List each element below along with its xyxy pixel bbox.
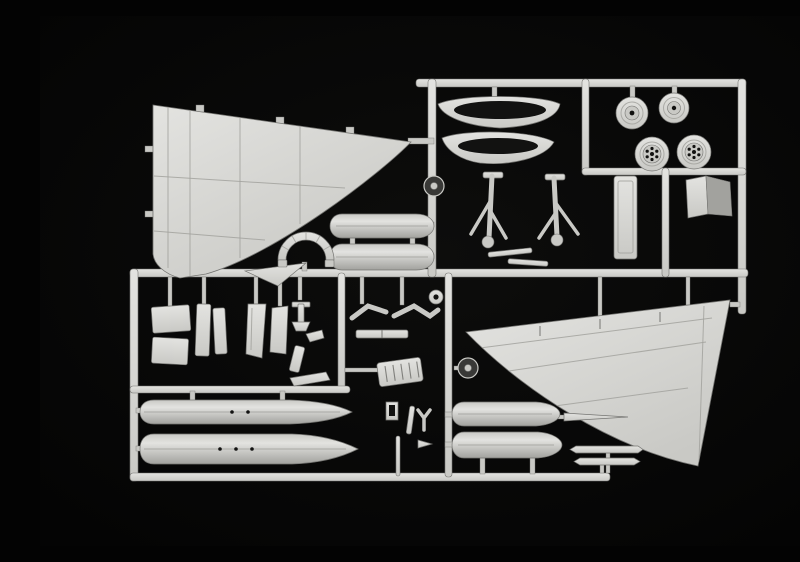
wheel-plain-1 <box>615 96 649 130</box>
wheel-plain-2 <box>658 92 690 124</box>
delta-wing-left-panel-lines <box>153 106 346 276</box>
missile-rail-1 <box>569 445 644 454</box>
bracket-parts <box>289 303 441 387</box>
turbine-fans <box>423 175 479 379</box>
gear-door-folded <box>685 175 733 219</box>
gear-struts <box>469 171 580 267</box>
fin-blade-2 <box>269 305 289 355</box>
fin-parts <box>245 301 311 359</box>
gear-doors <box>613 175 733 260</box>
fuel-tank-halves-mid <box>329 213 435 271</box>
small-parts-bottom <box>385 401 644 466</box>
fuel-tank-halves-bottom <box>451 401 563 459</box>
runner-left-inner-vertical <box>337 272 346 392</box>
runner-tank-horizontal <box>129 385 351 394</box>
missile-rail-2 <box>573 457 641 466</box>
runner-top <box>415 78 747 88</box>
wheel-hub-1 <box>634 136 670 172</box>
ribbed-half-ring <box>277 231 335 268</box>
small-hub-part <box>428 289 444 305</box>
panel-strip-2 <box>212 307 228 355</box>
bent-tube-1 <box>349 303 389 321</box>
turbine-fan-2 <box>457 357 479 379</box>
gear-strut-2 <box>537 173 580 247</box>
ribbed-ladder-plate <box>376 357 424 387</box>
access-panel-1 <box>150 304 192 334</box>
runner-mid-horizontal <box>129 268 749 278</box>
runner-small-branch <box>395 435 401 477</box>
pylon-1 <box>289 345 305 373</box>
runner-bottom <box>129 472 611 482</box>
sprue-illustration <box>40 16 800 546</box>
turbine-fan-1 <box>423 175 445 197</box>
intake-cowl-lower <box>441 131 555 164</box>
delta-wing-right-panel-lines <box>479 305 713 463</box>
elevon-piece <box>243 262 308 287</box>
runner-mid-top-vertical <box>581 78 590 176</box>
runner-divider-bottom <box>444 272 453 478</box>
delta-wing-right <box>465 299 731 467</box>
gear-door-long <box>613 175 638 260</box>
tip-triangle-part <box>417 439 434 449</box>
wheel-hub-2 <box>676 134 712 170</box>
sprue-gates <box>135 85 741 475</box>
drop-tanks <box>139 399 359 465</box>
panel-strip-1 <box>194 303 212 357</box>
wheels <box>615 92 712 172</box>
clamp-part <box>385 401 399 421</box>
access-panel-2 <box>151 336 189 366</box>
panel-parts <box>150 303 228 366</box>
pitot-probe <box>563 412 629 422</box>
delta-wing-left <box>152 104 412 287</box>
angled-strip <box>289 371 331 387</box>
intake-cowls <box>437 96 561 164</box>
sprue-photo <box>40 16 800 546</box>
runner-right <box>737 78 747 315</box>
fork-part <box>416 408 432 432</box>
actuator-rod-2 <box>507 258 549 267</box>
rod-part <box>405 405 416 435</box>
bent-tube-2 <box>391 303 441 320</box>
anchor-bracket <box>291 301 311 332</box>
actuator-rod-1 <box>487 247 533 258</box>
gear-strut-1 <box>469 171 508 249</box>
intake-cowl-upper <box>437 96 561 129</box>
pylon-2 <box>305 329 325 343</box>
runner-wheelbox-vertical <box>661 167 670 278</box>
